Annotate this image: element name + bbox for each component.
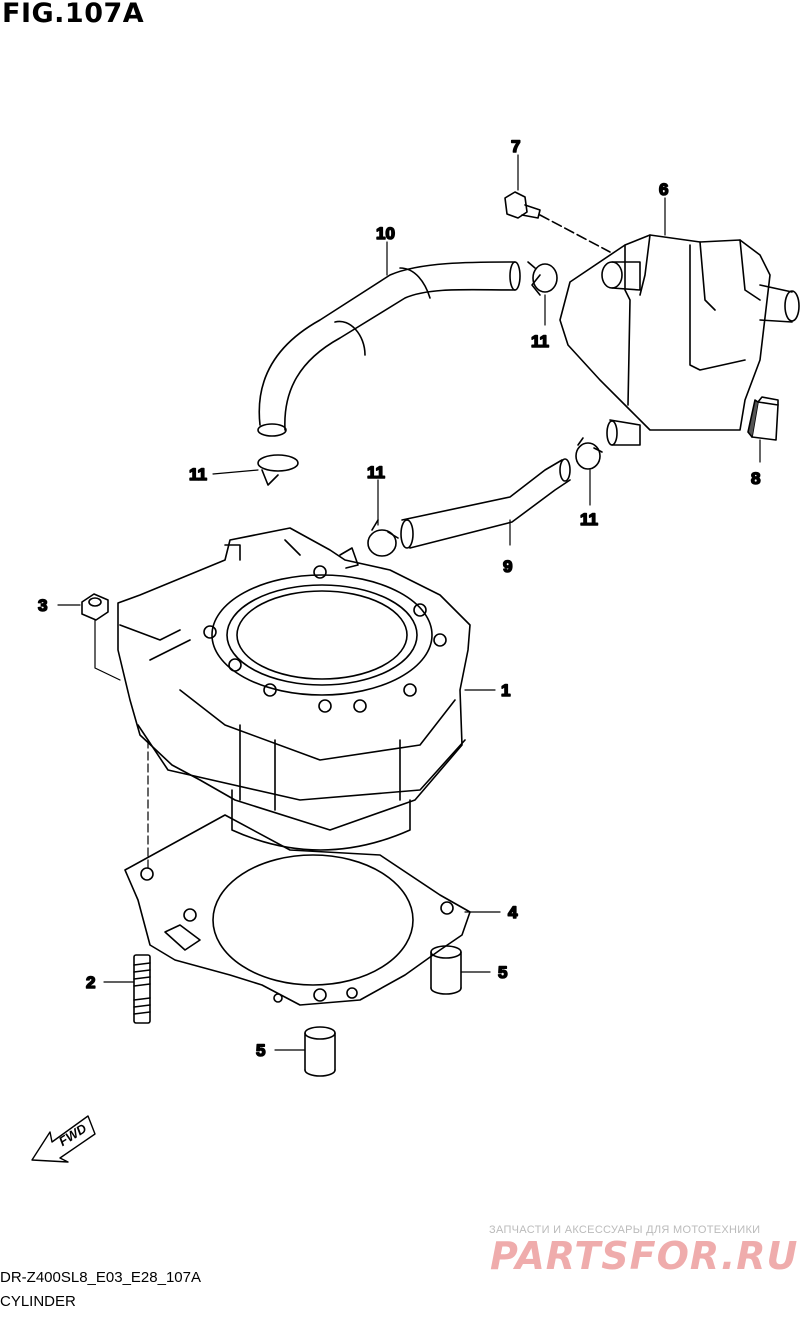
part-5-dowel-pin-a[interactable] — [430, 945, 462, 995]
callout-7: 7 — [511, 137, 520, 156]
callout-11-a: 11 — [531, 332, 549, 351]
part-4-cylinder-base-gasket[interactable] — [124, 814, 471, 1006]
part-11-clamp-c[interactable] — [367, 519, 399, 557]
fwd-label: FWD — [56, 1120, 90, 1149]
callout-3: 3 — [38, 596, 47, 615]
callout-5-b: 5 — [256, 1041, 265, 1060]
watermark-brand: PARTSFOR.RU — [490, 1234, 799, 1278]
fwd-arrow-icon — [31, 1115, 96, 1163]
part-8-cushion[interactable] — [747, 396, 779, 441]
figure-title: FIG.107A — [2, 0, 145, 29]
callout-10: 10 — [376, 224, 395, 243]
part-3-nut[interactable] — [81, 593, 109, 621]
part-1-cylinder[interactable] — [117, 527, 471, 851]
part-11-clamp-d[interactable] — [575, 437, 603, 470]
part-7-bolt[interactable] — [504, 191, 611, 253]
callout-6: 6 — [659, 180, 668, 199]
diagram-code: DR-Z400SL8_E03_E28_107A — [0, 1269, 201, 1286]
callouts: 7 6 10 11 11 11 11 8 9 3 1 4 2 5 5 FWD — [37, 136, 761, 1149]
callout-1: 1 — [501, 681, 510, 700]
part-9-hose[interactable] — [400, 458, 571, 549]
callout-11-d: 11 — [580, 510, 598, 529]
callout-5-a: 5 — [498, 963, 507, 982]
part-11-clamp-a[interactable] — [527, 261, 558, 296]
part-6-pair-valve-housing[interactable] — [559, 234, 800, 446]
part-10-hose[interactable] — [257, 261, 521, 437]
leader-lines — [57, 154, 761, 1051]
watermark-tagline: ЗАПЧАСТИ И АКСЕССУАРЫ ДЛЯ МОТОТЕХНИКИ — [489, 1224, 761, 1236]
callout-9: 9 — [503, 557, 512, 576]
diagram-name: CYLINDER — [0, 1293, 76, 1310]
part-2-stud-bolt[interactable] — [133, 954, 151, 1024]
callout-11-b: 11 — [189, 465, 207, 484]
callout-11-c: 11 — [367, 463, 385, 482]
callout-4: 4 — [508, 903, 518, 922]
part-11-clamp-b[interactable] — [257, 454, 299, 486]
callout-2: 2 — [86, 973, 95, 992]
part-5-dowel-pin-b[interactable] — [304, 1026, 336, 1077]
callout-8: 8 — [751, 469, 760, 488]
